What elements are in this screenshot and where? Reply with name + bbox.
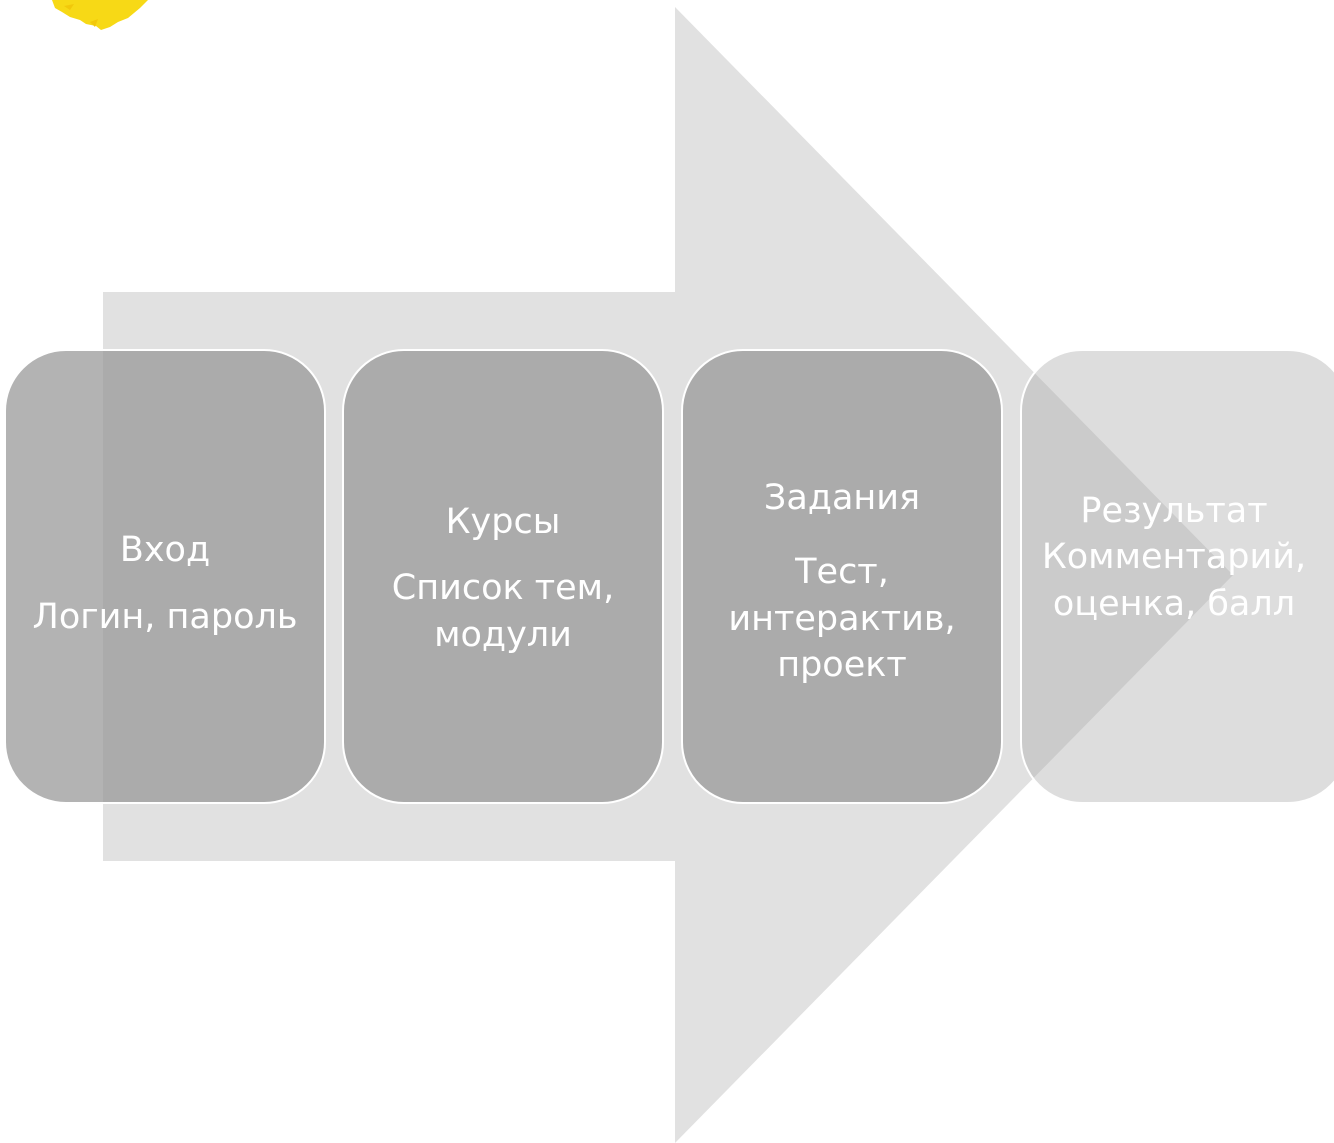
step-description: Тест, интерактив, проект bbox=[728, 552, 956, 685]
step-description: Список тем, модули bbox=[391, 568, 615, 655]
step-box-courses: Курсы Список тем, модули bbox=[342, 349, 664, 804]
step-title: Вход bbox=[119, 530, 211, 571]
step-title: Задания bbox=[763, 478, 921, 519]
step-title: Результат bbox=[1080, 491, 1268, 532]
step-title: Курсы bbox=[445, 502, 561, 543]
step-description: Логин, пароль bbox=[32, 596, 298, 637]
step-box-result: Результат Комментарий, оценка, балл bbox=[1020, 349, 1334, 804]
step-box-tasks: Задания Тест, интерактив, проект bbox=[681, 349, 1003, 804]
yellow-brush-splash-icon bbox=[52, 0, 148, 30]
step-box-login: Вход Логин, пароль bbox=[4, 349, 326, 804]
step-description: Комментарий, оценка, балл bbox=[1041, 537, 1307, 624]
